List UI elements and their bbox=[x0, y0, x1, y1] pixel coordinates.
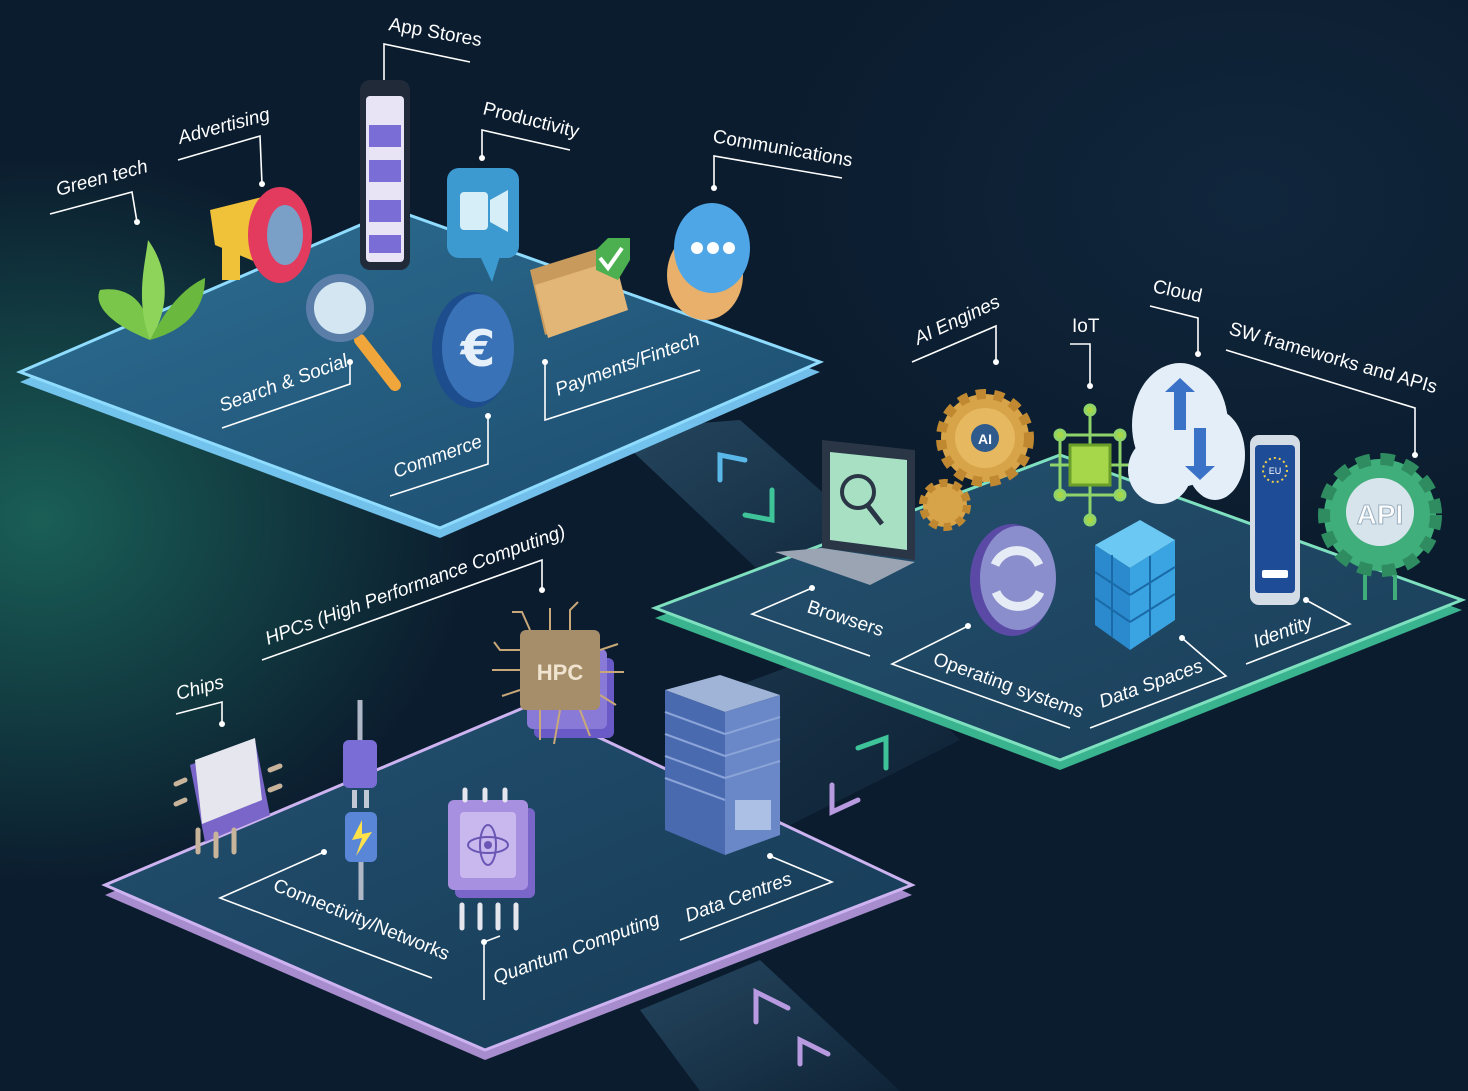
laptop-icon bbox=[775, 440, 915, 585]
label-iot: IoT bbox=[1070, 316, 1100, 389]
leaf-icon bbox=[98, 240, 205, 340]
svg-text:Advertising: Advertising bbox=[175, 104, 273, 149]
server-icon bbox=[664, 675, 781, 855]
label-app-stores: App Stores bbox=[383, 14, 483, 80]
refresh-icon bbox=[970, 524, 1056, 636]
svg-text:AI: AI bbox=[978, 431, 992, 447]
svg-text:HPC: HPC bbox=[537, 660, 584, 685]
svg-text:Cloud: Cloud bbox=[1151, 276, 1204, 307]
euro-coin-icon: € bbox=[432, 292, 514, 408]
label-communications: Communications bbox=[711, 126, 854, 191]
hpc-chip-icon: HPC bbox=[492, 601, 624, 745]
svg-text:Green tech: Green tech bbox=[54, 156, 150, 201]
svg-text:HPCs (High Performance Computi: HPCs (High Performance Computing) bbox=[263, 521, 569, 649]
chevron-icon bbox=[717, 451, 775, 524]
cloud-icon bbox=[1128, 363, 1245, 504]
label-advertising: Advertising bbox=[175, 104, 273, 187]
data-cubes-icon bbox=[1094, 520, 1176, 650]
svg-text:API: API bbox=[1357, 499, 1404, 530]
iot-cube-icon bbox=[1050, 403, 1130, 527]
plug-icon bbox=[343, 700, 377, 900]
chat-bubble-icon bbox=[667, 203, 750, 320]
smartphone-icon bbox=[360, 80, 410, 270]
svg-text:€: € bbox=[460, 320, 496, 378]
wallet-icon bbox=[530, 238, 630, 338]
svg-text:IoT: IoT bbox=[1072, 316, 1100, 337]
atom-chip-icon bbox=[448, 787, 535, 931]
svg-text:Chips: Chips bbox=[174, 672, 227, 705]
video-camera-icon bbox=[447, 168, 519, 282]
label-productivity: Productivity bbox=[479, 98, 582, 161]
svg-text:Productivity: Productivity bbox=[481, 98, 582, 142]
label-ai-engines: AI Engines bbox=[910, 291, 1004, 365]
svg-text:AI Engines: AI Engines bbox=[910, 291, 1004, 350]
svg-text:App Stores: App Stores bbox=[387, 14, 483, 51]
svg-text:EU: EU bbox=[1269, 466, 1282, 476]
svg-text:Communications: Communications bbox=[711, 126, 854, 171]
api-gear-icon: API bbox=[1318, 453, 1442, 600]
smartphone-icon: EU bbox=[1250, 435, 1300, 605]
label-green-tech: Green tech bbox=[49, 156, 150, 225]
megaphone-icon bbox=[210, 187, 312, 283]
label-chips: Chips bbox=[174, 672, 227, 727]
chip-icon bbox=[173, 738, 283, 859]
svg-text:SW frameworks and APIs: SW frameworks and APIs bbox=[1227, 319, 1440, 399]
chevron-icon bbox=[753, 987, 831, 1067]
connector-beam bbox=[640, 960, 900, 1091]
magnifier-icon bbox=[306, 274, 401, 391]
chevron-icon bbox=[829, 734, 889, 816]
label-cloud: Cloud bbox=[1149, 276, 1204, 357]
gear-icon: AI bbox=[919, 389, 1034, 531]
